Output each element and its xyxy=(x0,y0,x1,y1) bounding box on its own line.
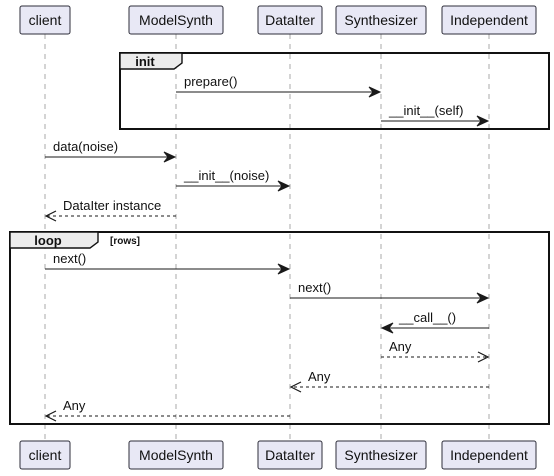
message-4: __init__(noise) xyxy=(176,168,291,192)
participant-iter-top: DataIter xyxy=(257,5,323,35)
fragment-init: init xyxy=(119,52,550,130)
arrowhead-icon xyxy=(476,115,490,127)
participant-label: Synthesizer xyxy=(344,447,417,463)
participant-box xyxy=(257,5,323,35)
participant-iter-bottom: DataIter xyxy=(257,440,323,470)
participant-box xyxy=(335,440,427,470)
arrowhead-icon xyxy=(44,210,57,222)
arrowhead-icon xyxy=(476,292,490,304)
participant-label: DataIter xyxy=(265,447,315,463)
arrowhead-icon xyxy=(44,410,57,422)
fragment-guard: [rows] xyxy=(110,236,140,247)
fragment-tab xyxy=(119,52,183,70)
message-label: __call__() xyxy=(398,310,456,325)
message-label: __init__(self) xyxy=(388,103,463,118)
message-label: __init__(noise) xyxy=(183,168,269,183)
arrowhead-icon xyxy=(380,322,394,334)
participant-model-bottom: ModelSynth xyxy=(128,440,224,470)
message-label: next() xyxy=(53,251,86,266)
message-label: DataIter instance xyxy=(63,198,161,213)
arrowhead-icon xyxy=(277,263,291,275)
participant-box xyxy=(441,5,537,35)
message-label: data(noise) xyxy=(53,139,118,154)
fragment-loop: loop [rows] xyxy=(9,231,550,425)
participant-label: ModelSynth xyxy=(139,12,213,28)
participant-box xyxy=(19,5,71,35)
participant-model-top: ModelSynth xyxy=(128,5,224,35)
arrowhead-icon xyxy=(289,381,302,393)
message-2: __init__(self) xyxy=(381,103,490,127)
participant-label: Synthesizer xyxy=(344,12,417,28)
participant-synth-bottom: Synthesizer xyxy=(335,440,427,470)
arrowhead-icon xyxy=(277,180,291,192)
fragment-frame xyxy=(119,52,550,130)
participant-box xyxy=(335,5,427,35)
message-10: Any xyxy=(289,369,489,393)
participant-box xyxy=(128,5,224,35)
participant-client-bottom: client xyxy=(19,440,71,470)
fragment-label: init xyxy=(135,54,155,69)
arrowhead-icon xyxy=(163,151,177,163)
message-3: data(noise) xyxy=(45,139,177,163)
participant-box xyxy=(19,440,71,470)
participant-box xyxy=(441,440,537,470)
message-1: prepare() xyxy=(176,74,382,98)
fragment-frame xyxy=(9,231,550,425)
message-8: __call__() xyxy=(380,310,489,334)
participant-indep-top: Independent xyxy=(441,5,537,35)
participant-box xyxy=(257,440,323,470)
message-label: next() xyxy=(298,280,331,295)
message-label: Any xyxy=(308,369,331,384)
participant-synth-top: Synthesizer xyxy=(335,5,427,35)
participant-label: client xyxy=(29,12,62,28)
message-11: Any xyxy=(44,398,290,422)
message-6: next() xyxy=(45,251,291,275)
arrowhead-icon xyxy=(477,351,490,363)
message-9: Any xyxy=(381,339,490,363)
participant-label: Independent xyxy=(450,447,528,463)
participant-box xyxy=(128,440,224,470)
message-label: prepare() xyxy=(184,74,237,89)
fragment-tab xyxy=(9,231,99,249)
participant-client-top: client xyxy=(19,5,71,35)
message-label: Any xyxy=(63,398,86,413)
fragment-label: loop xyxy=(34,233,61,248)
participant-label: client xyxy=(29,447,62,463)
message-7: next() xyxy=(290,280,490,304)
message-5: DataIter instance xyxy=(44,198,176,222)
participant-label: DataIter xyxy=(265,12,315,28)
participant-indep-bottom: Independent xyxy=(441,440,537,470)
arrowhead-icon xyxy=(368,86,382,98)
message-label: Any xyxy=(389,339,412,354)
participant-label: ModelSynth xyxy=(139,447,213,463)
participant-label: Independent xyxy=(450,12,528,28)
